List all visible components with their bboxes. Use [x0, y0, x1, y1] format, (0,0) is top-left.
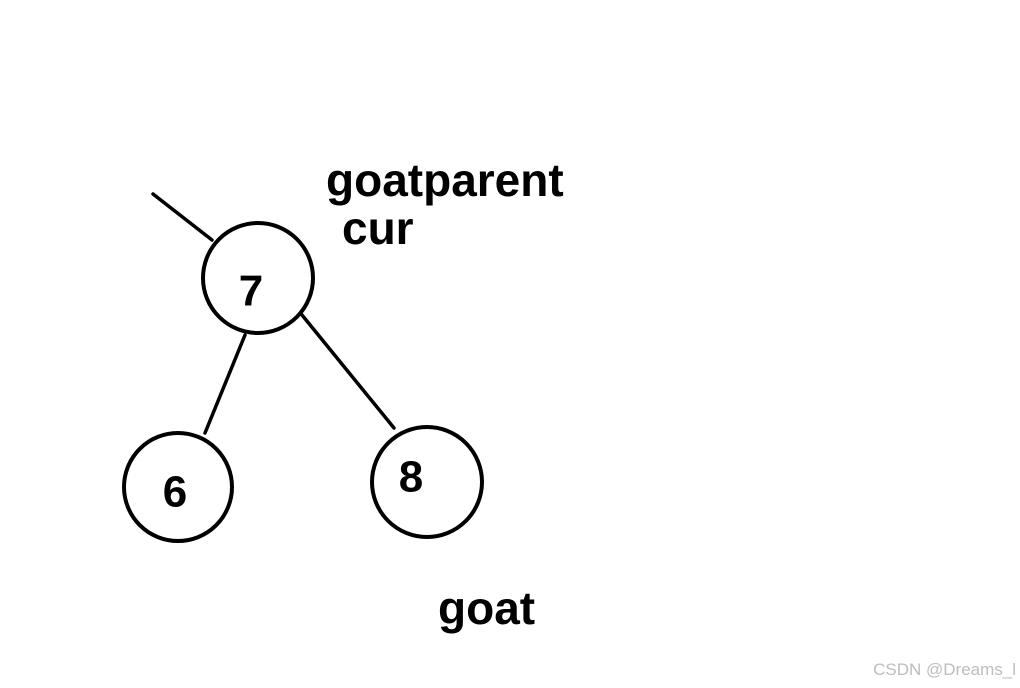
node-circle: [122, 431, 234, 543]
node-circle: [370, 425, 484, 539]
pointer-label-goatparent: goatparent: [326, 154, 564, 206]
pointer-label-goat: goat: [438, 582, 536, 634]
pointer-label-cur: cur: [342, 202, 414, 254]
node-value: 7: [239, 267, 263, 316]
edge-parent-to-7: [151, 192, 214, 242]
node-circle: [201, 221, 315, 335]
edge-7-to-6: [203, 333, 247, 435]
edge-7-to-8: [300, 313, 396, 430]
watermark: CSDN @Dreams_l: [873, 660, 1016, 679]
node-value: 8: [399, 453, 423, 502]
tree-node-6: 6: [122, 431, 234, 543]
tree-node-7: 7: [201, 221, 315, 335]
node-value: 6: [163, 468, 187, 517]
tree-node-8: 8: [370, 425, 484, 539]
